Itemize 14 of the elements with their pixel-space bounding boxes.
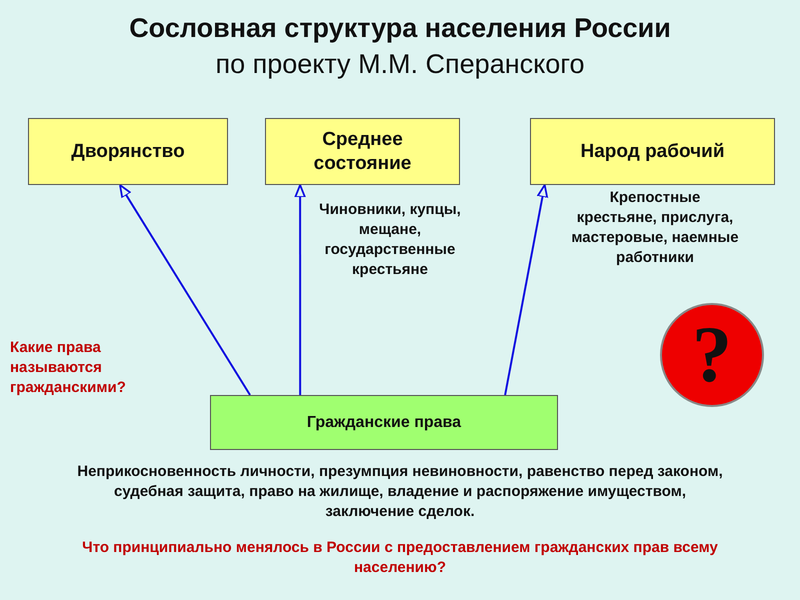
estate-box: Народ рабочий bbox=[530, 118, 775, 185]
estate-box: Дворянство bbox=[28, 118, 228, 185]
question-circle: ? bbox=[660, 303, 764, 407]
arrow bbox=[119, 184, 251, 396]
question-text: Какие права называются гражданскими? bbox=[10, 338, 127, 398]
description-text: Чиновники, купцы, мещане, государственные крестьяне bbox=[318, 200, 462, 280]
question-text: Что принципиально менялось в России с предоставлением гражданских прав всему населению? bbox=[81, 538, 719, 578]
rights-box: Гражданские права bbox=[210, 395, 558, 450]
description-text: Неприкосновенность личности, презумпция невиновности, равенство перед законом, судебная защита, право на жилище, владение и распоряжение имуществом, заключение сделок. bbox=[76, 462, 724, 522]
arrow bbox=[504, 184, 548, 396]
title: Сословная структура населения России по проекту М.М. Сперанского bbox=[128, 12, 672, 81]
arrow bbox=[294, 184, 306, 395]
estate-box: Среднее состояние bbox=[265, 118, 460, 185]
description-text: Крепостные крестьяне, прислуга, мастеровые, наемные работники bbox=[570, 188, 740, 268]
